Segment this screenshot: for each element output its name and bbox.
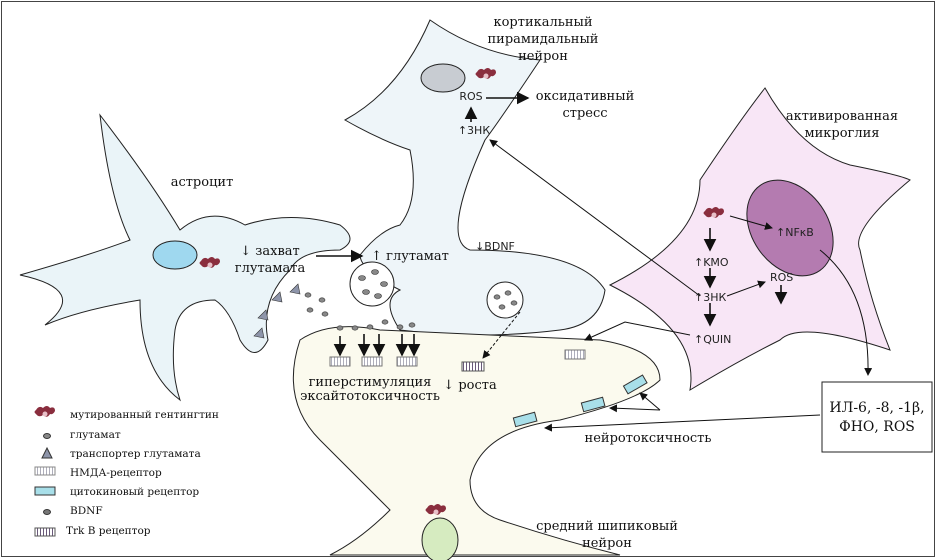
growth-down-label: ↓ роста	[443, 378, 497, 393]
uptake-label-2: глутамата	[235, 261, 306, 276]
legend-label: транспортер глутамата	[70, 448, 201, 460]
cytokine-box	[821, 381, 933, 453]
uptake-label: ↓ захват	[240, 244, 299, 259]
spiny-neuron-label: средний шипиковый	[536, 519, 678, 534]
legend-label: НМДА-рецептор	[70, 467, 162, 479]
bdnf-icon	[43, 509, 51, 515]
legend-label: глутамат	[70, 429, 121, 441]
glutamate-up-label: ↑ глутамат	[371, 249, 449, 264]
microglia-label: активированная	[786, 109, 898, 124]
trkb-receptor-icon	[34, 527, 56, 537]
oxidative-stress-label-2: стресс	[562, 106, 607, 121]
excitotoxicity-label: гиперстимуляция	[309, 375, 432, 390]
legend-label: Trk B рецептор	[66, 525, 151, 537]
astrocyte-label: астроцит	[171, 175, 234, 190]
cortical-neuron-label: кортикальный пирамидальный нейрон	[488, 15, 599, 64]
kmo-label: ↑KMO	[694, 256, 729, 269]
spiny-nucleus	[421, 517, 459, 560]
nmda-receptor-icon	[34, 466, 56, 476]
cortical-nucleus	[420, 63, 466, 93]
cytokine-box-line-2: ФНО, ROS	[839, 419, 915, 435]
svg-text:пирамидальный: пирамидальный	[488, 32, 599, 47]
microglia-label-2: микроглия	[805, 126, 880, 141]
svg-text:нейрон: нейрон	[518, 49, 568, 64]
mg-3hk-label: ↑3НК	[694, 291, 726, 304]
cortical-3hk-label: ↑3НК	[458, 124, 490, 137]
cortical-neuron-cell	[343, 19, 606, 336]
bdnf-down-label: ↓BDNF	[475, 240, 515, 253]
cytokine-receptor-icon	[34, 486, 56, 496]
astrocyte-nucleus	[152, 240, 198, 270]
excitotoxicity-label-2: эксайтотоксичность	[300, 389, 440, 404]
legend-label: мутированный гентингтин	[70, 409, 219, 421]
legend: мутированный гентингтин глутамат транспо…	[34, 406, 219, 537]
microglia-nucleus	[746, 179, 834, 277]
huntingtin-icon	[34, 406, 55, 417]
svg-text:кортикальный: кортикальный	[493, 15, 592, 30]
cortical-ros-label: ROS	[459, 90, 482, 103]
legend-label: цитокиновый рецептор	[70, 486, 199, 498]
legend-label: BDNF	[70, 505, 103, 517]
cytokine-box-line-1: ИЛ-6, -8, -1β,	[829, 400, 924, 416]
mg-ros-label: ROS	[770, 271, 793, 284]
spiny-neuron-label-2: нейрон	[582, 536, 632, 551]
nfkb-label: ↑NFκB	[776, 226, 814, 239]
spiny-neuron-cell	[292, 326, 661, 556]
quin-label: ↑QUIN	[694, 333, 731, 346]
oxidative-stress-label: оксидативный	[536, 89, 635, 104]
glutamate-icon	[43, 433, 51, 439]
transporter-icon	[41, 446, 53, 459]
neurotoxicity-label: нейротоксичность	[585, 431, 712, 446]
